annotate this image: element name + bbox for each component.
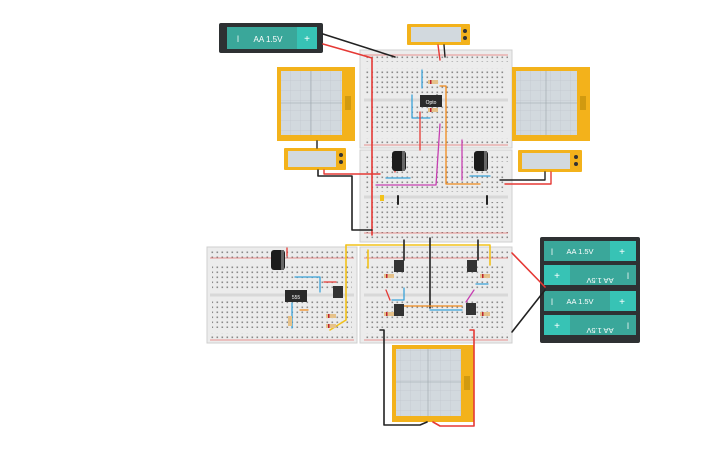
battery-plus-label: +	[554, 271, 560, 282]
battery-label: AA 1.5V	[254, 35, 284, 44]
multimeter-top[interactable]	[407, 24, 470, 45]
wire-red[interactable]	[323, 169, 381, 175]
wire-orange[interactable]	[439, 85, 447, 121]
battery-plus-label: +	[619, 247, 625, 258]
transistor[interactable]	[467, 260, 477, 272]
wire-red[interactable]	[322, 43, 373, 236]
battery-pack-4xaa[interactable]: I AA 1.5V + + AA 1.5V I I AA 1.5V + + AA…	[540, 237, 640, 343]
resistor[interactable]	[326, 324, 336, 328]
battery-label: AA 1.5V	[586, 326, 613, 335]
resistor[interactable]	[428, 80, 438, 84]
wire-orange[interactable]	[445, 119, 481, 185]
wire-red[interactable]	[385, 289, 391, 301]
wire-red[interactable]	[437, 44, 441, 61]
wire-black[interactable]	[317, 169, 373, 231]
resistor[interactable]	[326, 314, 336, 318]
wire-magenta[interactable]	[465, 289, 475, 303]
wire-black[interactable]	[379, 329, 428, 426]
oscilloscope-left[interactable]	[277, 67, 355, 141]
transistor[interactable]	[394, 260, 404, 272]
chip-label: 555	[292, 295, 301, 301]
resistor[interactable]	[384, 312, 394, 316]
battery-minus-label: I	[237, 34, 240, 44]
capacitor-electrolytic[interactable]	[474, 151, 488, 171]
wire-black[interactable]	[499, 171, 546, 181]
oscilloscope-bottom[interactable]	[392, 345, 474, 422]
battery-plus-label: +	[554, 321, 560, 332]
resistor[interactable]	[480, 274, 490, 278]
battery-label: AA 1.5V	[586, 276, 613, 285]
battery-cell-2: + AA 1.5V I	[544, 265, 636, 285]
optocoupler-chip[interactable]: Opto	[420, 95, 442, 107]
resistor[interactable]	[480, 312, 490, 316]
oscilloscope-right[interactable]	[512, 67, 590, 141]
wire-black[interactable]	[322, 33, 396, 58]
wire-red[interactable]	[432, 329, 475, 427]
chip-label: Opto	[426, 100, 437, 106]
components: Opto 555	[271, 80, 490, 328]
battery-minus-label: I	[551, 247, 554, 257]
wire-yellow[interactable]	[345, 244, 491, 266]
wire-blue[interactable]	[411, 94, 431, 119]
wire-blue[interactable]	[391, 287, 405, 301]
battery-minus-label: I	[627, 321, 630, 331]
wire-blue[interactable]	[294, 276, 321, 293]
battery-label: AA 1.5V	[566, 297, 593, 306]
battery-cell-1: I AA 1.5V +	[544, 241, 636, 261]
wire-black[interactable]	[443, 44, 446, 58]
capacitor-electrolytic[interactable]	[392, 151, 406, 171]
wire-red[interactable]	[511, 252, 546, 288]
resistor[interactable]	[428, 108, 438, 112]
battery-aa-single[interactable]: I AA 1.5V +	[219, 23, 323, 53]
wire-magenta[interactable]	[375, 123, 441, 186]
resistor[interactable]	[384, 274, 394, 278]
wire-black[interactable]	[511, 289, 546, 333]
battery-cell-3: I AA 1.5V +	[544, 291, 636, 311]
battery-plus-label: +	[304, 34, 310, 45]
resistor[interactable]	[288, 316, 292, 326]
transistor[interactable]	[333, 286, 343, 298]
battery-minus-label: I	[627, 271, 630, 281]
battery-plus-label: +	[619, 297, 625, 308]
battery-minus-label: I	[551, 297, 554, 307]
timer-555-chip[interactable]: 555	[285, 290, 307, 302]
multimeter-left[interactable]	[284, 148, 346, 170]
multimeter-right[interactable]	[518, 150, 582, 172]
transistor[interactable]	[466, 303, 476, 315]
capacitor-electrolytic[interactable]	[271, 250, 285, 270]
battery-label: AA 1.5V	[566, 247, 593, 256]
battery-cell-4: + AA 1.5V I	[544, 315, 636, 335]
transistor[interactable]	[394, 304, 404, 316]
resistor[interactable]	[380, 195, 384, 201]
wire-red[interactable]	[504, 171, 552, 185]
